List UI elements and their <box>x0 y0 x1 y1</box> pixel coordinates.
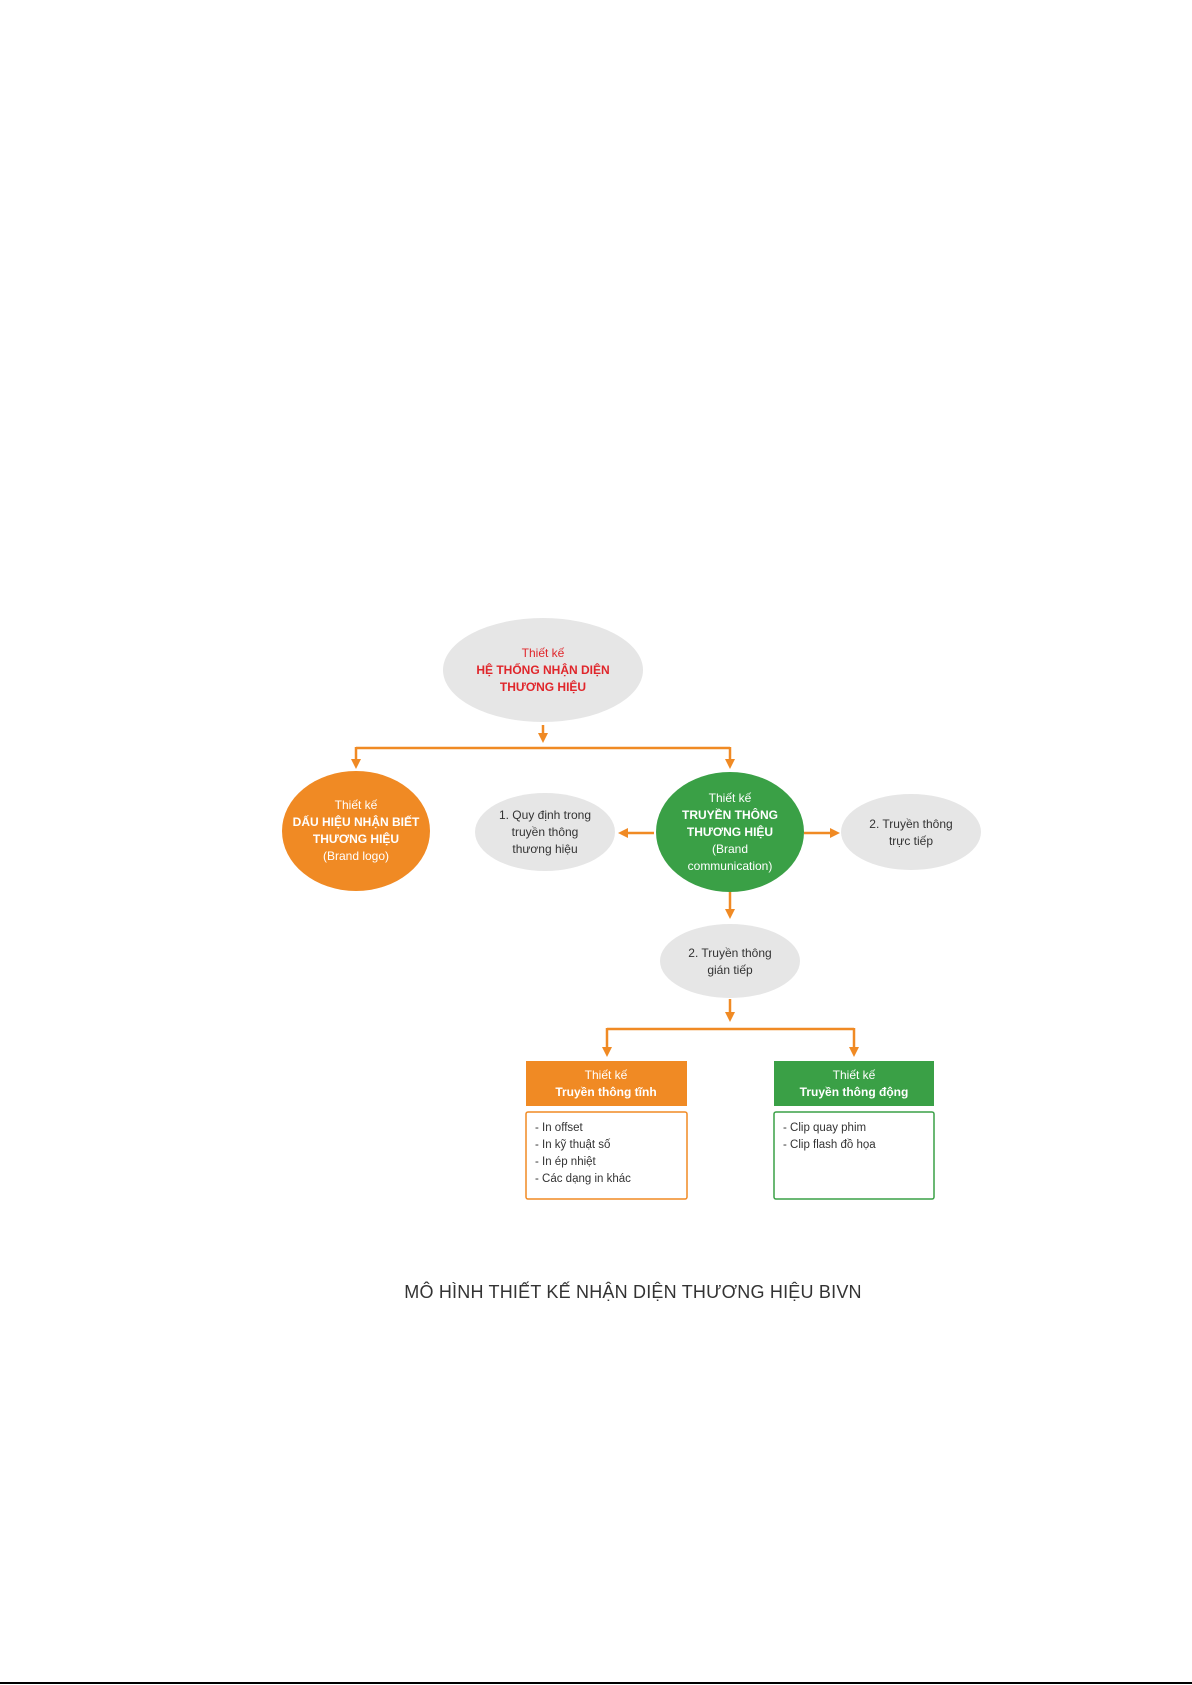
node-brand-logo-line2: DẤU HIỆU NHẬN BIẾT <box>293 814 420 829</box>
node-direct: 2. Truyền thông trực tiếp <box>841 794 981 870</box>
box-static-item: - In offset <box>535 1122 584 1134</box>
box-static-item: - In ép nhiệt <box>535 1156 597 1168</box>
node-direct-line2: trực tiếp <box>889 834 933 848</box>
node-brand-comm-line5: communication) <box>688 859 773 873</box>
box-dynamic-title2: Truyền thông động <box>800 1085 909 1099</box>
node-rules-line3: thương hiệu <box>512 842 577 856</box>
node-indirect: 2. Truyền thông gián tiếp <box>660 924 800 998</box>
box-static: Thiết kế Truyền thông tĩnh - In offset -… <box>525 1061 688 1200</box>
node-indirect-line2: gián tiếp <box>707 963 753 977</box>
node-direct-shape <box>841 794 981 870</box>
box-dynamic: Thiết kế Truyền thông động - Clip quay p… <box>773 1061 935 1200</box>
node-brand-comm: Thiết kế TRUYỀN THÔNG THƯƠNG HIỆU (Brand… <box>656 772 804 892</box>
node-indirect-shape <box>660 924 800 998</box>
node-brand-comm-line1: Thiết kế <box>709 791 752 805</box>
box-dynamic-title1: Thiết kế <box>833 1068 876 1082</box>
box-static-body <box>525 1111 688 1200</box>
node-brand-logo-line3: THƯƠNG HIỆU <box>313 831 399 846</box>
node-rules-line2: truyền thông <box>512 825 579 839</box>
node-brand-logo-shape <box>282 771 430 891</box>
node-brand-logo-line1: Thiết kế <box>335 798 378 812</box>
box-dynamic-header <box>774 1061 934 1106</box>
node-root-line2: HỆ THỐNG NHẬN DIỆN <box>476 662 609 677</box>
diagram-caption: MÔ HÌNH THIẾT KẾ NHẬN DIỆN THƯƠNG HIỆU B… <box>404 1281 861 1302</box>
node-root-shape <box>443 618 643 722</box>
node-root-line1: Thiết kế <box>522 646 565 660</box>
box-dynamic-item: - Clip flash đồ họa <box>783 1139 876 1151</box>
box-dynamic-item: - Clip quay phim <box>783 1122 866 1134</box>
box-static-title1: Thiết kế <box>585 1068 628 1082</box>
box-static-header <box>526 1061 687 1106</box>
node-indirect-line1: 2. Truyền thông <box>688 946 771 960</box>
box-static-item: - In kỹ thuật số <box>535 1139 611 1151</box>
node-rules-line1: 1. Quy định trong <box>499 808 591 822</box>
node-brand-comm-line3: THƯƠNG HIỆU <box>687 824 773 839</box>
node-brand-comm-line2: TRUYỀN THÔNG <box>682 807 778 822</box>
node-rules-shape <box>475 793 615 871</box>
box-static-item: - Các dạng in khác <box>535 1173 631 1185</box>
box-dynamic-body <box>773 1111 935 1200</box>
page-bottom-rule <box>0 1682 1192 1684</box>
node-brand-comm-shape <box>656 772 804 892</box>
node-brand-comm-line4: (Brand <box>712 842 748 856</box>
box-static-title2: Truyền thông tĩnh <box>555 1085 656 1099</box>
node-brand-logo: Thiết kế DẤU HIỆU NHẬN BIẾT THƯƠNG HIỆU … <box>282 771 430 891</box>
node-root-line3: THƯƠNG HIỆU <box>500 679 586 694</box>
connectors <box>351 725 859 1057</box>
node-direct-line1: 2. Truyền thông <box>869 817 952 831</box>
node-root: Thiết kế HỆ THỐNG NHẬN DIỆN THƯƠNG HIỆU <box>443 618 643 722</box>
node-brand-logo-line4: (Brand logo) <box>323 849 389 863</box>
node-rules: 1. Quy định trong truyền thông thương hi… <box>475 793 615 871</box>
